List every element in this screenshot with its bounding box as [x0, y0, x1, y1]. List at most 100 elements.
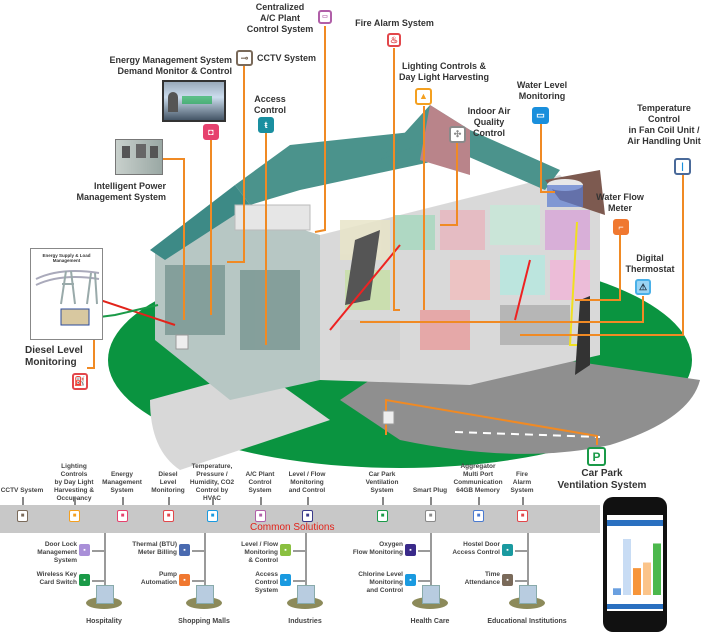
- aggregator-icon[interactable]: ■: [473, 510, 484, 522]
- fire-alarm-icon[interactable]: ♨: [387, 33, 401, 47]
- energy-supply-title: Energy Supply & Load Management: [42, 253, 91, 263]
- smart-plug-icon[interactable]: ■: [425, 510, 436, 522]
- common-item-tick: [430, 497, 432, 505]
- common-item-label: Aggregator Multi Port Communication 64GB…: [453, 463, 503, 494]
- parking-icon[interactable]: ■: [377, 510, 388, 522]
- energy-supply-box: Energy Supply & Load Management: [30, 248, 103, 340]
- sector-name: Health Care: [410, 618, 450, 625]
- access-card-icon[interactable]: ŧ: [258, 117, 274, 133]
- common-item-tick: [382, 497, 384, 505]
- thermostat-icon[interactable]: ⚠: [635, 279, 651, 295]
- thermal-meter-icon[interactable]: ▪: [179, 544, 190, 556]
- light-bulb-icon[interactable]: ■: [69, 510, 80, 522]
- oxygen-icon[interactable]: ▪: [405, 544, 416, 556]
- pump-icon[interactable]: ▪: [179, 574, 190, 586]
- time-attendance-icon[interactable]: ▪: [502, 574, 513, 586]
- common-item-label: Car Park Ventilation System: [365, 471, 399, 494]
- common-item-tick: [522, 497, 524, 505]
- sector-solution-label: Access Control System: [254, 571, 278, 594]
- access-card-icon[interactable]: ▪: [280, 574, 291, 586]
- common-item-tick: [122, 497, 124, 505]
- phone-bar-chart: [613, 539, 661, 595]
- sector-name: Shopping Malls: [178, 618, 230, 625]
- connector-lines: [87, 26, 684, 445]
- fan-icon[interactable]: ✣: [449, 126, 466, 143]
- generator-icon: [60, 308, 90, 326]
- phone-chart-bar: [653, 543, 661, 595]
- common-item-tick: [307, 497, 309, 505]
- common-item-tick: [22, 497, 24, 505]
- power-tower-icon: [35, 270, 100, 326]
- sector-building-icon: [287, 585, 323, 609]
- sector-trunk: [527, 533, 529, 591]
- ac-plant-icon[interactable]: ■: [255, 510, 266, 522]
- callout-label-thermostat: Digital Thermostat: [625, 253, 675, 274]
- thermometer-icon[interactable]: |: [674, 158, 691, 175]
- sector-solution-label: Oxygen Flow Monitoring: [352, 541, 403, 556]
- phone-screen: [607, 515, 663, 611]
- sector-solution-label: Thermal (BTU) Meter Billing: [132, 541, 177, 556]
- sector-branch: [192, 580, 204, 582]
- sector-branch: [293, 580, 305, 582]
- water-tank-icon[interactable]: ▭: [532, 107, 549, 124]
- parking-icon[interactable]: P: [587, 447, 606, 466]
- sector-solution-label: Chlorine Level Monitoring and Control: [358, 571, 403, 594]
- callout-label-ac-plant: Centralized A/C Plant Control System: [246, 2, 314, 34]
- phone-chart-bar: [633, 568, 641, 595]
- sector-trunk: [104, 533, 106, 591]
- cctv-icon[interactable]: ■: [17, 510, 28, 522]
- sector-name: Industries: [288, 618, 322, 625]
- common-item-tick: [478, 497, 480, 505]
- smartphone: [603, 497, 667, 632]
- sector-solution-label: Hostel Door Access Control: [452, 541, 500, 556]
- sector-trunk: [204, 533, 206, 591]
- callout-label-energy-mgmt: Energy Management System Demand Monitor …: [109, 55, 232, 76]
- level-flow-icon[interactable]: ▪: [280, 544, 291, 556]
- level-flow-icon[interactable]: ■: [302, 510, 313, 522]
- phone-chart-bar: [643, 562, 651, 595]
- sector-solution-label: Wireless Key Card Switch: [36, 571, 77, 586]
- sector-branch: [515, 580, 527, 582]
- energy-monitor-icon[interactable]: ◘: [203, 124, 219, 140]
- fire-alarm-icon[interactable]: ■: [517, 510, 528, 522]
- chlorine-icon[interactable]: ▪: [405, 574, 416, 586]
- sector-trunk: [430, 533, 432, 591]
- common-item-label: Smart Plug: [412, 487, 448, 494]
- energy-monitor-icon[interactable]: ■: [117, 510, 128, 522]
- common-item-tick: [212, 497, 214, 505]
- sector-branch: [418, 550, 430, 552]
- sector-branch: [515, 550, 527, 552]
- fuel-icon[interactable]: ⛽: [72, 373, 88, 390]
- common-item-label: A/C Plant Control System: [245, 471, 275, 494]
- phone-bottombar: [607, 604, 663, 609]
- callout-label-water-flow: Water Flow Meter: [596, 192, 644, 213]
- callout-label-diesel: Diesel Level Monitoring: [25, 345, 83, 368]
- thermometer-icon[interactable]: ■: [207, 510, 218, 522]
- sector-branch: [192, 550, 204, 552]
- sector-solution-label: Pump Automation: [140, 571, 177, 586]
- callout-label-power-mgmt: Intelligent Power Management System: [76, 181, 166, 202]
- sector-building-icon: [509, 585, 545, 609]
- sector-trunk: [305, 533, 307, 591]
- common-item-tick: [260, 497, 262, 505]
- door-lock-icon[interactable]: ▪: [79, 544, 90, 556]
- ac-plant-icon[interactable]: ▭: [318, 10, 332, 24]
- access-card-icon[interactable]: ▪: [502, 544, 513, 556]
- sector-branch: [92, 550, 104, 552]
- road-markings: [454, 431, 601, 438]
- sector-branch: [293, 550, 305, 552]
- sector-solution-label: Door Lock Management System: [37, 541, 77, 564]
- fuel-icon[interactable]: ■: [163, 510, 174, 522]
- light-bulb-icon[interactable]: ▲: [415, 88, 432, 105]
- water-tap-icon[interactable]: ⌐: [613, 219, 629, 235]
- cctv-icon[interactable]: ⊸: [236, 50, 253, 66]
- callout-label-car-park: Car Park Ventilation System: [557, 468, 647, 491]
- common-item-label: Diesel Level Monitoring: [151, 471, 185, 494]
- junction-box: [382, 410, 395, 425]
- sector-building-icon: [186, 585, 222, 609]
- common-item-label: Fire Alarm System: [510, 471, 534, 494]
- callout-label-cctv: CCTV System: [257, 53, 317, 63]
- junction-box: [175, 334, 189, 350]
- sector-solution-label: Level / Flow Monitoring & Control: [241, 541, 278, 564]
- key-card-icon[interactable]: ▪: [79, 574, 90, 586]
